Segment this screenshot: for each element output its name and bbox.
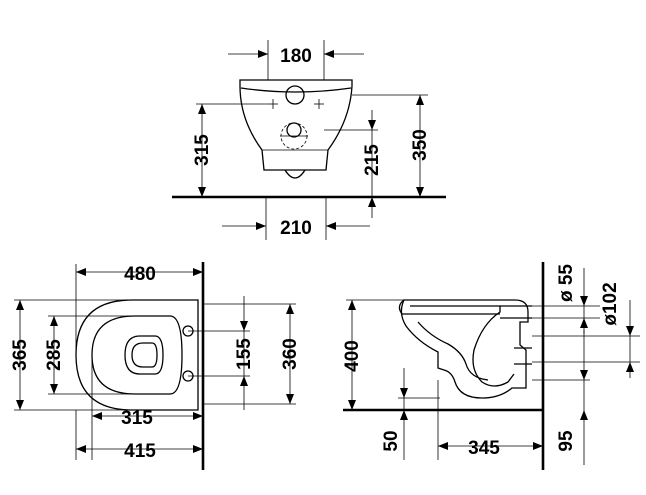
bowl-foot (284, 169, 306, 179)
dim-102-arrow-top (626, 326, 634, 336)
bowl-top-inner (91, 315, 183, 395)
bowl-side-outline (400, 299, 529, 399)
dim-215-arrow-top (368, 120, 376, 130)
front-view: 180 315 215 350 210 (172, 40, 446, 240)
dim-102-label: ø102 (600, 282, 621, 325)
dim-360-arrow-bottom (286, 394, 294, 404)
inlet-pipe (500, 305, 532, 319)
dim-95-arrow-bottom (580, 410, 588, 420)
dim-50-arrow-bottom (400, 410, 408, 420)
dim-400-arrow-top (348, 300, 356, 310)
dim-210-arrow-right (326, 222, 336, 230)
dim-400-arrow-bottom (348, 400, 356, 410)
dim-50-label: 50 (381, 430, 402, 451)
mounting-hole-top (285, 85, 305, 105)
dim-315-label: 315 (192, 134, 213, 166)
dim-345-arrow-left (438, 442, 448, 450)
outlet-hole (286, 122, 302, 138)
outlet-pipe (514, 347, 532, 365)
dim-50-arrow-top (400, 388, 408, 398)
dim-360-label: 360 (280, 338, 301, 370)
dim-400-label: 400 (342, 340, 363, 372)
dim-415-arrow-left (76, 445, 86, 453)
dim-315-arrow-bottom (198, 187, 206, 197)
dim-480-label: 480 (124, 264, 156, 285)
dim-345-arrow-right (533, 442, 543, 450)
dim-55-arrow-bottom (580, 318, 588, 328)
dim-285-arrow-bottom (50, 384, 58, 394)
dim-315b-arrow-left (92, 412, 102, 420)
dim-415-label: 415 (124, 441, 156, 462)
bowl-opening-inner (131, 342, 158, 368)
seat-profile (398, 299, 500, 315)
dim-315b-label: 315 (121, 408, 153, 429)
bowl-front-outline (239, 79, 353, 171)
dim-155-arrow-bottom (240, 376, 248, 386)
dim-415-arrow-right (193, 445, 203, 453)
dim-365-arrow-bottom (16, 400, 24, 410)
dim-285-arrow-top (50, 316, 58, 326)
dim-360-arrow-top (286, 304, 294, 314)
dim-180-label: 180 (280, 46, 312, 67)
dim-210-arrow-left (256, 222, 266, 230)
dim-155-arrow-top (240, 321, 248, 331)
bowl-top-outline (75, 299, 199, 411)
dim-345-label: 345 (468, 438, 500, 459)
dim-55-label: ø 55 (556, 264, 577, 302)
dim-350-label: 350 (410, 129, 431, 161)
dim-315-arrow-top (198, 104, 206, 114)
dim-365-label: 365 (10, 339, 31, 371)
bowl-rim (240, 87, 352, 93)
dim-365-arrow-top (16, 300, 24, 310)
dim-55-arrow-top (580, 296, 588, 306)
top-view: 480 365 285 155 360 315 (10, 262, 301, 470)
dim-155-label: 155 (234, 338, 255, 370)
dim-285-label: 285 (44, 339, 65, 371)
dim-350-arrow-top (416, 95, 424, 105)
dim-215-label: 215 (362, 144, 383, 176)
trap-curve (417, 321, 489, 381)
dim-95-arrow-top (580, 370, 588, 380)
dim-95-label: 95 (556, 430, 577, 452)
dim-180-arrow-right (324, 50, 334, 58)
bowl-side-inner (410, 305, 515, 387)
dim-102-arrow-bottom (626, 362, 634, 372)
dim-180-arrow-left (258, 50, 268, 58)
dim-480-arrow-right (193, 268, 203, 276)
dim-210-label: 210 (280, 218, 312, 239)
bowl-opening (124, 335, 164, 375)
dim-350-arrow-bottom (416, 187, 424, 197)
dim-315b-arrow-right (193, 412, 203, 420)
dim-480-arrow-left (76, 268, 86, 276)
side-view: 400 50 345 95 ø 55 ø102 (342, 262, 640, 470)
